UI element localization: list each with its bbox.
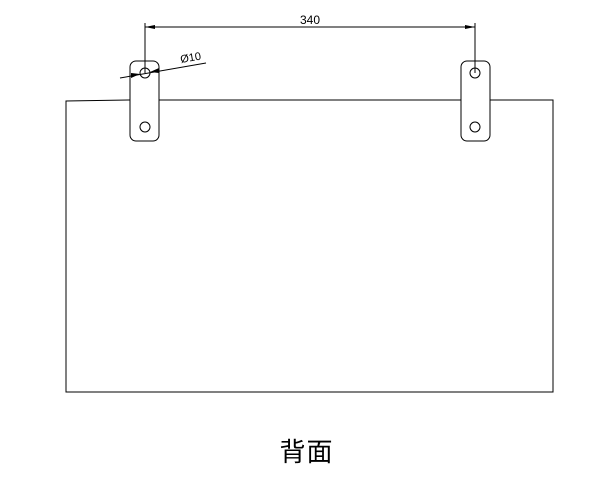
view-caption: 背面: [279, 438, 334, 468]
hole-diameter-label: Ø10: [179, 51, 202, 66]
hole-leader-arrow-b: [150, 68, 159, 73]
hole-leader-arrow-a: [131, 73, 140, 78]
dimension-arrow-left: [145, 25, 155, 29]
dimension-arrow-right: [465, 25, 475, 29]
right-bracket-bottom-hole: [469, 121, 481, 133]
dimension-width-label: 340: [300, 13, 320, 27]
left-bracket-bottom-hole: [139, 121, 151, 133]
panel-outline: [65, 99, 554, 393]
